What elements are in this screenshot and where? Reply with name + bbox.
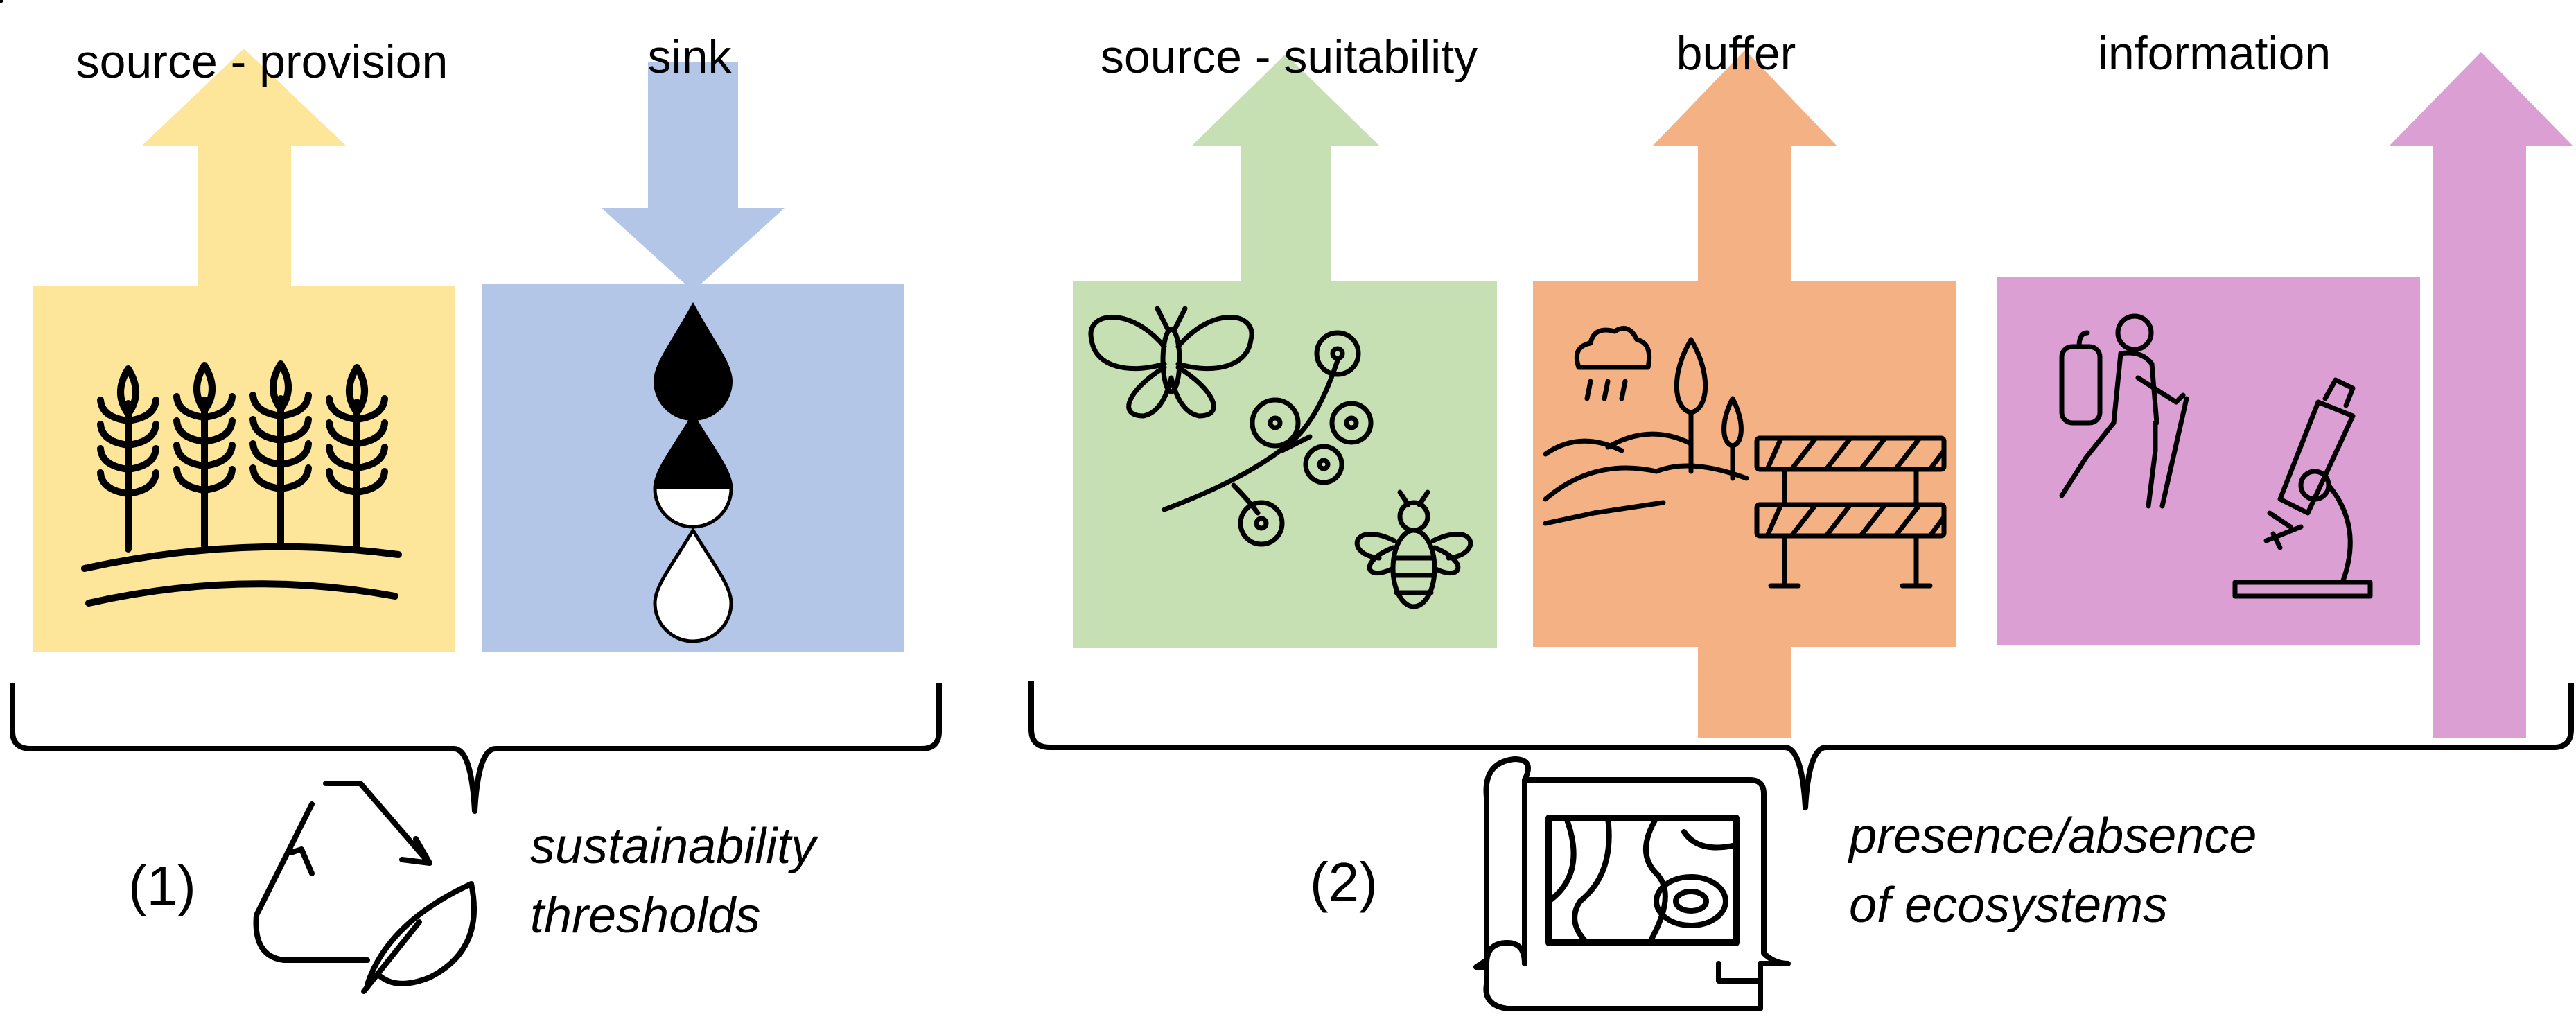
information-up-arrow bbox=[2390, 52, 2573, 738]
information-box bbox=[1997, 277, 2420, 645]
sink-down-arrow bbox=[602, 62, 785, 291]
wheat-icon bbox=[0, 0, 402, 607]
buffer-box bbox=[1533, 281, 1956, 647]
suitability-up-arrow bbox=[1192, 54, 1379, 298]
group-2-line2: of ecosystems bbox=[1849, 878, 2168, 933]
information-panel: information bbox=[1997, 27, 2573, 738]
suitability-panel: source - suitability bbox=[1073, 31, 1497, 648]
buffer-panel: buffer bbox=[1533, 27, 1956, 738]
group-1-line2: thresholds bbox=[530, 888, 760, 943]
group-2-line1: presence/absence bbox=[1848, 808, 2257, 864]
recycle-leaf-icon bbox=[253, 781, 477, 994]
provision-up-arrow bbox=[142, 49, 346, 305]
sink-panel: sink bbox=[482, 31, 904, 652]
group-2-number: (2) bbox=[1310, 851, 1378, 913]
group-1-number: (1) bbox=[128, 855, 196, 916]
information-label: information bbox=[2098, 27, 2331, 80]
pollinator-icon bbox=[1088, 306, 1473, 609]
map-scroll-icon bbox=[1473, 756, 1791, 1011]
provision-label: source - provision bbox=[76, 35, 448, 88]
hiker-microscope-icon bbox=[2059, 313, 2373, 599]
sink-label: sink bbox=[648, 31, 733, 83]
group-1-brace bbox=[10, 683, 942, 814]
suitability-box bbox=[1073, 281, 1497, 648]
group-2-brace bbox=[1028, 681, 2574, 810]
buffer-landscape-icon bbox=[1543, 326, 1947, 589]
water-drops-icon bbox=[653, 302, 733, 643]
provision-panel: source - provision bbox=[0, 0, 455, 652]
group-1-line1: sustainability bbox=[530, 819, 818, 874]
buffer-label: buffer bbox=[1676, 27, 1796, 80]
suitability-label: source - suitability bbox=[1101, 31, 1478, 83]
